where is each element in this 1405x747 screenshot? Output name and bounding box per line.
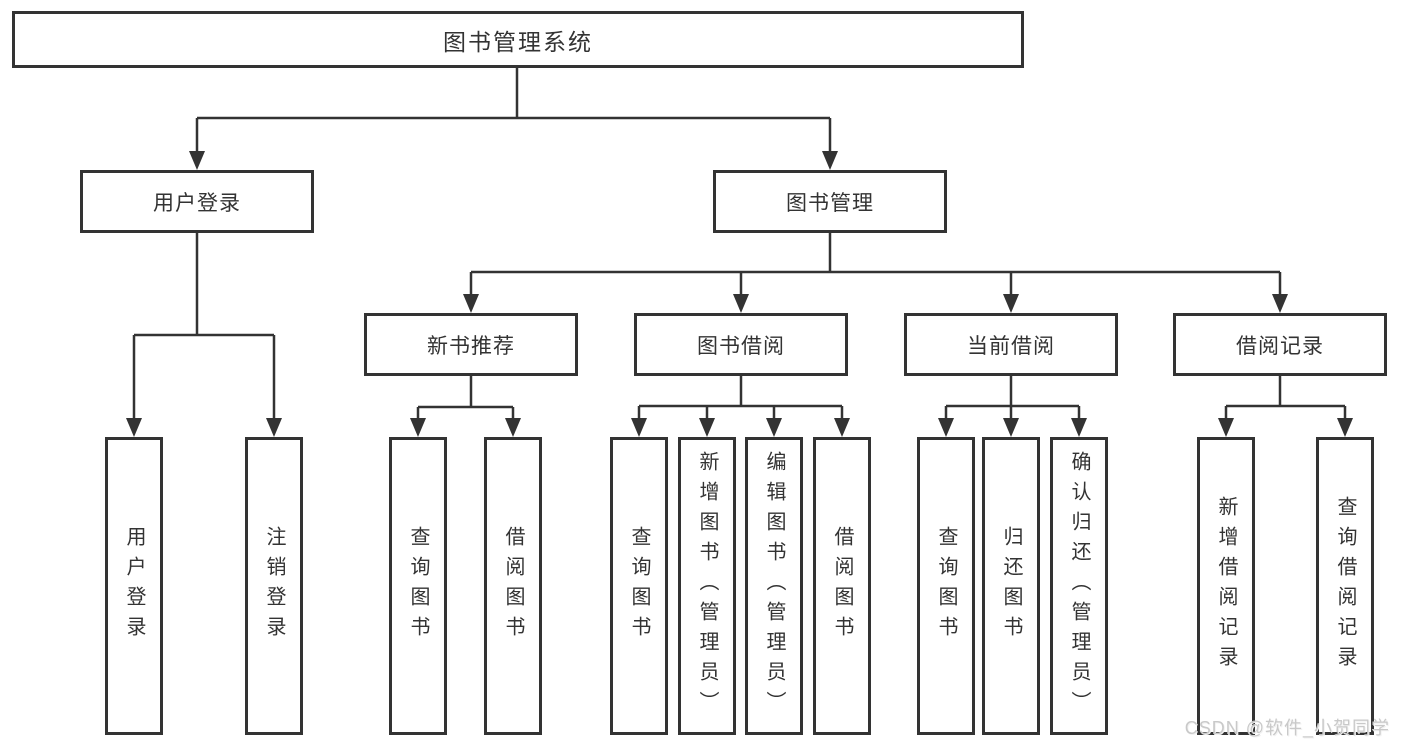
leaf-label: 借阅图书: [502, 526, 524, 646]
leaf-label: 查询图书: [407, 526, 429, 646]
leaf-add-borrow-record: 新增借阅记录: [1197, 437, 1255, 735]
leaf-label: 查询图书: [935, 526, 957, 646]
leaf-label: 新增图书（管理员）: [696, 451, 718, 721]
node-label: 图书管理系统: [443, 28, 593, 55]
leaf-label: 编辑图书（管理员）: [763, 451, 785, 721]
leaf-label: 用户登录: [123, 526, 145, 646]
leaf-edit-books-admin: 编辑图书（管理员）: [745, 437, 803, 735]
leaf-return-books: 归还图书: [982, 437, 1040, 735]
node-borrowing-records: 借阅记录: [1173, 313, 1387, 376]
leaf-label: 查询图书: [628, 526, 650, 646]
node-label: 借阅记录: [1236, 334, 1324, 358]
leaf-label: 查询借阅记录: [1334, 496, 1356, 676]
leaf-query-books: 查询图书: [389, 437, 447, 735]
leaf-borrow-books: 借阅图书: [484, 437, 542, 735]
leaf-add-books-admin: 新增图书（管理员）: [678, 437, 736, 735]
node-label: 新书推荐: [427, 334, 515, 358]
node-label: 图书借阅: [697, 334, 785, 358]
node-label: 图书管理: [786, 191, 874, 215]
node-new-book-recommend: 新书推荐: [364, 313, 578, 376]
node-user-login: 用户登录: [80, 170, 314, 233]
node-library-management-system: 图书管理系统: [12, 11, 1024, 68]
leaf-query-borrow-record: 查询借阅记录: [1316, 437, 1374, 735]
node-label: 当前借阅: [967, 334, 1055, 358]
node-book-borrowing: 图书借阅: [634, 313, 848, 376]
leaf-query-books: 查询图书: [917, 437, 975, 735]
leaf-label: 归还图书: [1000, 526, 1022, 646]
leaf-query-books: 查询图书: [610, 437, 668, 735]
arrowheads: [126, 151, 1353, 437]
leaf-label: 借阅图书: [831, 526, 853, 646]
leaf-label: 新增借阅记录: [1215, 496, 1237, 676]
node-label: 用户登录: [153, 191, 241, 215]
node-current-borrowing: 当前借阅: [904, 313, 1118, 376]
leaf-label: 确认归还（管理员）: [1068, 451, 1090, 721]
leaf-user-login: 用户登录: [105, 437, 163, 735]
node-book-management: 图书管理: [713, 170, 947, 233]
csdn-watermark: CSDN @软件_小贺同学: [1184, 718, 1390, 738]
leaf-borrow-books: 借阅图书: [813, 437, 871, 735]
leaf-label: 注销登录: [263, 526, 285, 646]
leaf-logout: 注销登录: [245, 437, 303, 735]
leaf-confirm-return-admin: 确认归还（管理员）: [1050, 437, 1108, 735]
